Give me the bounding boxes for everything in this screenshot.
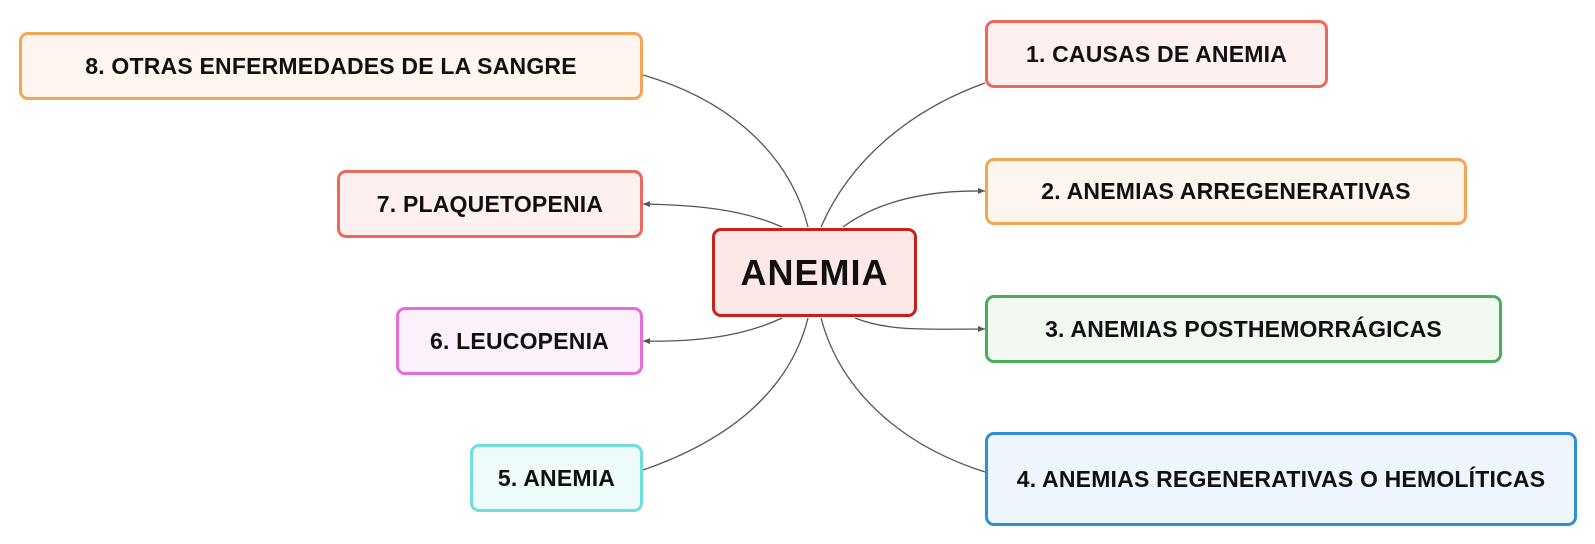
topic-causas-de-anemia[interactable]: 1. CAUSAS DE ANEMIA — [985, 20, 1328, 88]
connector-4 — [820, 317, 986, 473]
topic-label: 8. OTRAS ENFERMEDADES DE LA SANGRE — [85, 52, 577, 79]
connector-3 — [854, 317, 986, 333]
topic-plaquetopenia[interactable]: 7. PLAQUETOPENIA — [337, 170, 643, 238]
topic-label: 3. ANEMIAS POSTHEMORRÁGICAS — [1045, 315, 1442, 342]
connector-1 — [820, 82, 986, 228]
connector-6 — [642, 317, 783, 345]
connector-5 — [642, 317, 809, 471]
topic-anemias-posthemorragicas[interactable]: 3. ANEMIAS POSTHEMORRÁGICAS — [985, 295, 1502, 363]
central-topic-label: ANEMIA — [740, 251, 889, 293]
topic-anemias-regenerativas[interactable]: 4. ANEMIAS REGENERATIVAS O HEMOLÍTICAS — [985, 432, 1577, 526]
central-topic[interactable]: ANEMIA — [712, 228, 917, 317]
topic-anemias-arregenerativas[interactable]: 2. ANEMIAS ARREGENERATIVAS — [985, 158, 1467, 225]
topic-leucopenia[interactable]: 6. LEUCOPENIA — [396, 307, 643, 375]
topic-label: 1. CAUSAS DE ANEMIA — [1025, 40, 1288, 67]
topic-otras-enfermedades[interactable]: 8. OTRAS ENFERMEDADES DE LA SANGRE — [19, 32, 643, 100]
topic-anemia[interactable]: 5. ANEMIA — [470, 444, 643, 512]
topic-label: 4. ANEMIAS REGENERATIVAS O HEMOLÍTICAS — [1016, 465, 1546, 492]
topic-label: 7. PLAQUETOPENIA — [376, 190, 604, 217]
topic-label: 6. LEUCOPENIA — [430, 327, 609, 354]
connector-7 — [642, 201, 783, 228]
connector-8 — [642, 74, 809, 228]
topic-label: 5. ANEMIA — [497, 464, 616, 491]
connector-2 — [842, 187, 986, 228]
topic-label: 2. ANEMIAS ARREGENERATIVAS — [1041, 178, 1411, 204]
